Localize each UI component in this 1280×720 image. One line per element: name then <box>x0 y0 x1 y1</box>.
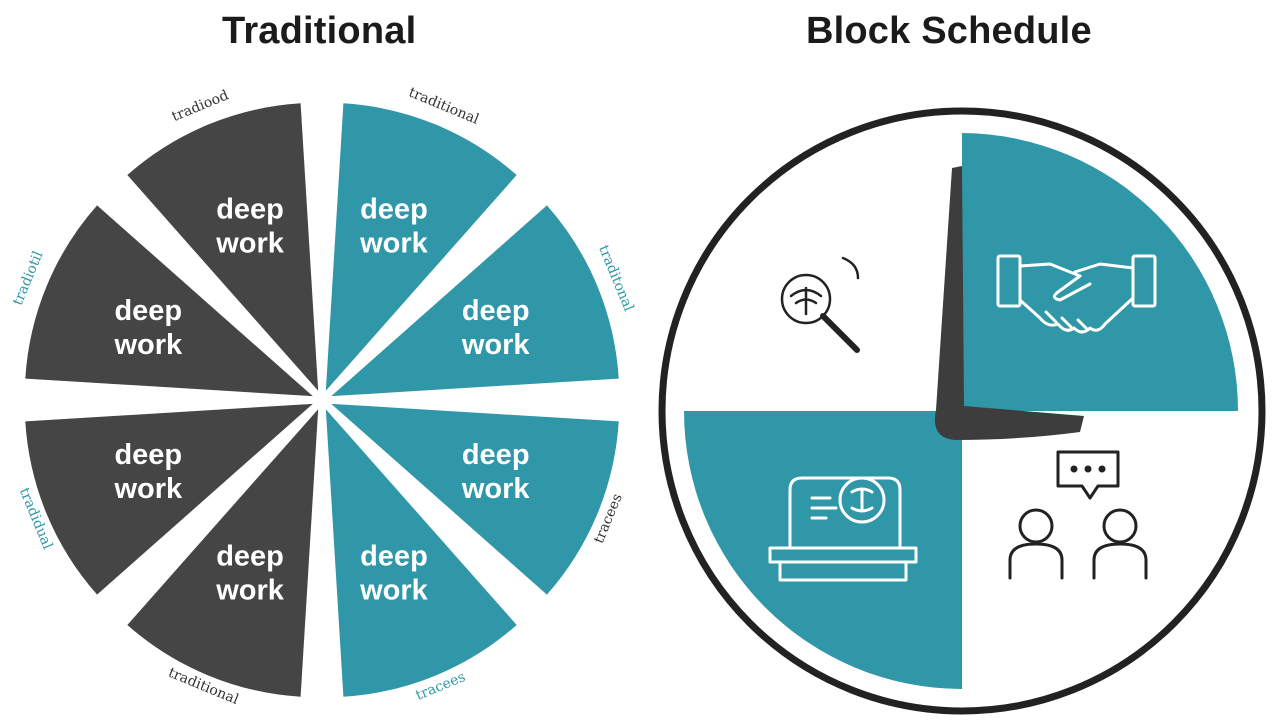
block-schedule-title: Block Schedule <box>806 10 1092 52</box>
wedge-label: deep <box>360 193 428 225</box>
wedge-label: work <box>461 473 531 505</box>
traditional-wheel: deepworkdeepworkdeepworkdeepworkdeepwork… <box>25 103 619 697</box>
wedge-segment <box>331 205 619 397</box>
wedge-label: work <box>359 227 429 259</box>
wedge-label: deep <box>360 541 428 573</box>
desk-chat-icon <box>768 476 918 582</box>
wedge-label: work <box>113 329 183 361</box>
wedge-label: deep <box>462 295 530 327</box>
people-chat-icon <box>1008 450 1148 580</box>
wedge-label: work <box>461 329 531 361</box>
block-schedule-wheel <box>658 107 1266 715</box>
wedge-label: work <box>113 473 183 505</box>
edge-label: tradiotil <box>10 248 47 307</box>
wedge-label: deep <box>462 439 530 471</box>
wedge-segment <box>127 103 319 391</box>
wedge-label: work <box>215 227 285 259</box>
traditional-edge-labels: tradioodtradiotiltradidualtraditionaltra… <box>10 85 637 709</box>
wedge-segment <box>25 403 313 595</box>
wedge-label: deep <box>114 439 182 471</box>
quadrant-top-right <box>962 133 1238 411</box>
quadrant-bottom-left <box>684 411 962 689</box>
clock-hand <box>934 166 1084 440</box>
wedge-label: deep <box>114 295 182 327</box>
wedge-segment <box>331 403 619 595</box>
wedge-segment <box>127 409 319 697</box>
magnifying-glass-icon <box>780 256 860 353</box>
wedge-segment <box>325 103 517 391</box>
wedge-label: deep <box>216 193 284 225</box>
wedge-segment <box>25 205 313 397</box>
traditional-title: Traditional <box>222 10 417 52</box>
wedge-label: work <box>215 575 285 607</box>
wedge-label: deep <box>216 541 284 573</box>
handshake-icon <box>996 254 1157 334</box>
wedge-label: work <box>359 575 429 607</box>
wedge-segment <box>325 409 517 697</box>
clock-outline <box>658 107 1266 715</box>
